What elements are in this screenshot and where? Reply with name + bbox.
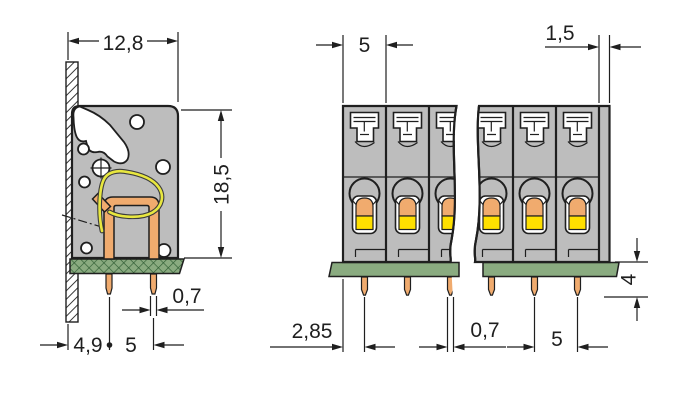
dim-side-pin-width-label: 0,7 <box>172 285 201 308</box>
dim-side-height: 18,5 <box>181 109 234 259</box>
pcb-strip-left <box>328 261 460 278</box>
break-edge-right <box>473 105 481 263</box>
dim-side-bottom: 4,9 5 <box>40 297 184 357</box>
center-line <box>61 214 106 229</box>
dim-front-pin-length-label: 4 <box>618 273 641 285</box>
lever-pivot <box>90 157 112 179</box>
dim-side-depth-label: 12,8 <box>103 32 144 55</box>
dim-front-bottom: 2,85 0,7 5 <box>270 279 608 352</box>
side-view-drawing <box>61 61 186 323</box>
side-view-pins <box>105 273 158 295</box>
dim-front-pin-pitch-label: 5 <box>551 328 563 351</box>
clamping-spring <box>97 168 165 234</box>
dim-front-end-wall: 1,5 <box>545 22 641 103</box>
pcb-section <box>69 258 186 275</box>
dim-side-wall-to-pin-label: 4,9 <box>73 334 102 357</box>
front-view-drawing <box>328 104 620 297</box>
break-edge-left <box>449 105 458 263</box>
dim-front-pitch-top-label: 5 <box>359 34 371 57</box>
poles-left <box>342 106 458 297</box>
dim-front-edge-to-pin-label: 2,85 <box>292 320 333 343</box>
pole-separators <box>511 106 601 262</box>
dim-side-height-label: 18,5 <box>211 164 234 205</box>
dim-front-pin-length: 4 <box>604 238 648 321</box>
dim-front-pin-width-label: 0,7 <box>470 319 499 342</box>
pole-separators <box>384 106 431 262</box>
dim-side-depth: 12,8 <box>67 32 179 102</box>
poles-right <box>473 106 601 297</box>
pcb-strip-right <box>482 261 620 278</box>
dim-front-pitch-top: 5 <box>316 34 413 103</box>
release-lever <box>72 105 130 165</box>
dim-side-pin-width: 0,7 <box>122 285 204 316</box>
dim-point-marker <box>106 342 113 348</box>
dim-side-pin-pitch-label: 5 <box>125 334 137 357</box>
copper-busbar <box>91 192 160 260</box>
dim-front-end-wall-label: 1,5 <box>545 22 574 45</box>
